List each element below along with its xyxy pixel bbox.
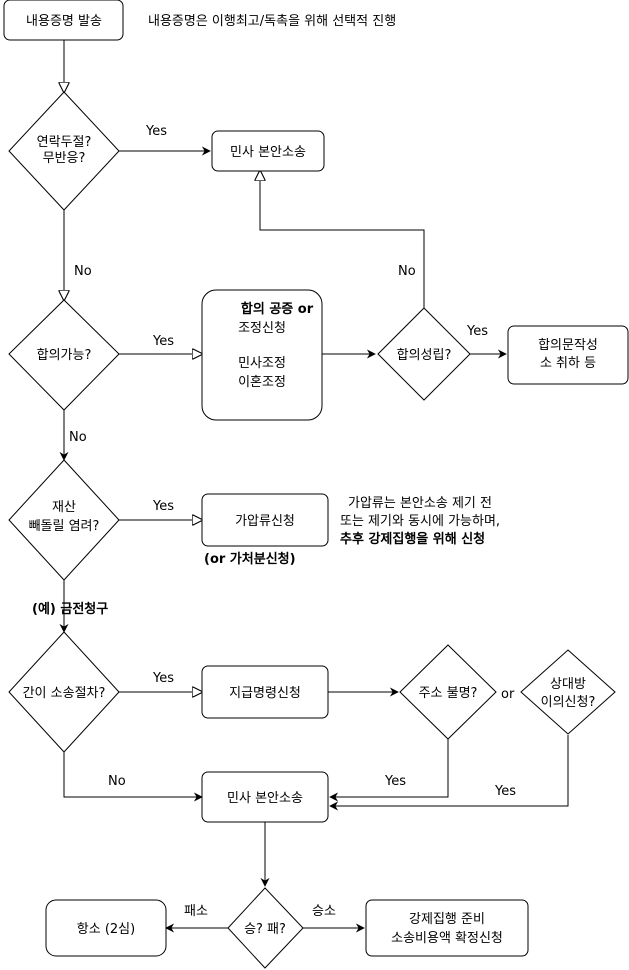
label-address-unknown: 주소 불명? — [419, 686, 478, 701]
edge-label-no-to-agreement: No — [74, 264, 92, 279]
node-provisional-seizure-box — [201, 493, 329, 547]
node-send-certified-mail — [3, 0, 124, 41]
edge-label-yes-to-doc: Yes — [466, 324, 488, 339]
edge-label-win: 승소 — [312, 904, 336, 919]
label-agreement-doc-line1: 합의문작성 — [538, 338, 598, 353]
label-opponent-objection-line1: 상대방 — [550, 677, 586, 692]
label-agreement-box-line4: 민사조정 — [238, 356, 286, 371]
label-agreement-possible: 합의가능? — [37, 348, 92, 363]
edge-label-yes-from-objection: Yes — [494, 784, 516, 799]
node-civil-main-suit-top — [211, 130, 325, 172]
node-agreement-possible-decision — [8, 299, 120, 411]
node-agreement-reached-decision — [377, 307, 471, 401]
label-agreement-reached: 합의성립? — [397, 348, 452, 363]
edge-label-yes-from-address: Yes — [384, 774, 406, 789]
label-asset-hiding-line1: 재산 — [52, 500, 76, 515]
edge-reached-back-to-suit — [260, 171, 425, 308]
node-payment-order-box — [201, 665, 329, 719]
node-opponent-objection-decision — [520, 649, 616, 735]
node-no-contact-decision — [8, 91, 120, 211]
label-agreement-box-line2: 조정신청 — [238, 321, 286, 336]
node-agreement-box — [201, 289, 323, 421]
note-seizure-line3: 추후 강제집행을 위해 신청 — [340, 531, 485, 547]
node-enforcement-box — [365, 899, 529, 957]
note-seizure-line2: 또는 제기와 동시에 가능하며, — [340, 514, 500, 529]
note-seizure-line1: 가압류는 본안소송 제기 전 — [348, 496, 492, 511]
label-agreement-doc-line2: 소 취하 등 — [540, 356, 596, 371]
node-civil-main-suit-bottom — [201, 771, 329, 823]
label-provisional-seizure: 가압류신청 — [235, 514, 295, 529]
edges — [63, 40, 569, 933]
label-asset-hiding-line2: 빼돌릴 염려? — [29, 519, 100, 534]
label-payment-order-decision: 간이 소송절차? — [23, 686, 106, 701]
label-agreement-box-line5: 이혼조정 — [238, 375, 286, 390]
node-win-lose-decision — [227, 887, 304, 969]
label-civil-main-suit-bottom: 민사 본안소송 — [227, 791, 303, 806]
edge-label-no-to-asset: No — [69, 430, 87, 445]
label-no-contact-line1: 연락두절? — [37, 135, 92, 150]
edge-label-yes-to-suit: Yes — [145, 124, 167, 139]
label-agreement-box-line1: 합의 공증 or — [241, 301, 314, 317]
label-enforcement-line1: 강제집행 준비 — [409, 911, 485, 927]
label-civil-main-suit-top: 민사 본안소송 — [230, 145, 306, 160]
edge-label-lose: 패소 — [184, 904, 208, 919]
note-example-money-claim: (예) 금전청구 — [32, 601, 108, 617]
node-asset-hiding-decision — [8, 459, 120, 581]
edge-label-no-to-bottom-suit: No — [108, 774, 126, 789]
label-send-certified-mail: 내용증명 발송 — [26, 14, 102, 29]
edge-label-no-back-to-suit: No — [398, 264, 416, 279]
node-payment-order-decision — [8, 631, 120, 753]
edge-payment-to-bottom-suit — [63, 752, 203, 802]
label-appeal: 항소 (2심) — [77, 922, 135, 937]
label-no-contact-line2: 무반응? — [43, 151, 86, 166]
edge-label-yes-to-payment-order: Yes — [152, 671, 174, 686]
label-opponent-objection-line2: 이의신청? — [541, 695, 596, 710]
node-agreement-doc-box — [507, 325, 629, 385]
note-certified-mail: 내용증명은 이행최고/독촉을 위해 선택적 진행 — [148, 13, 396, 29]
edge-label-yes-to-agreement-box: Yes — [152, 334, 174, 349]
label-payment-order-box: 지급명령신청 — [229, 686, 301, 701]
edge-label-or: or — [501, 687, 515, 702]
edge-address-to-bottom-suit — [329, 739, 449, 802]
note-injunction-alt: (or 가처분신청) — [204, 551, 296, 567]
node-appeal-box — [45, 899, 167, 957]
label-win-lose: 승? 패? — [244, 922, 286, 937]
edge-label-yes-to-seizure: Yes — [152, 499, 174, 514]
node-address-unknown-decision — [399, 644, 497, 740]
edge-objection-to-bottom-suit — [329, 735, 569, 811]
label-enforcement-line2: 소송비용액 확정신청 — [391, 931, 503, 946]
